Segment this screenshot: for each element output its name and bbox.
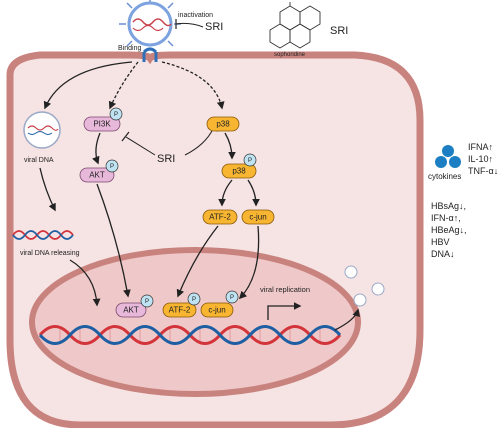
p38-lower-pill (221, 163, 257, 179)
nucleus-akt-phospho-icon (140, 294, 154, 308)
nuclear-dna-helix-icon (38, 325, 342, 345)
nucleus-atf2-phospho-icon (187, 292, 201, 306)
pi3k-phospho-label: P (114, 112, 118, 118)
sophoridine-label: sophoridine (274, 52, 306, 58)
pi3k-phospho-icon (109, 107, 123, 121)
nucleus (29, 247, 361, 397)
cytokine-effect-1: IFNA↑ (468, 142, 493, 152)
p38-phospho-icon (243, 153, 257, 167)
cjun-pill (241, 209, 275, 225)
pi3k-pill (83, 116, 121, 132)
viral-dna-releasing-label: viral DNA releasing (20, 250, 80, 257)
nucleus-atf2-phospho-label: P (192, 297, 196, 303)
atf2-label: ATF-2 (209, 213, 231, 222)
nucleus-akt-label: AKT (123, 306, 139, 315)
viral-dna-icon (23, 111, 61, 149)
nucleus-cjun-phospho-icon (225, 290, 239, 304)
cytokines-icon (435, 145, 461, 168)
akt-phospho-label: P (110, 164, 114, 170)
nucleus-cjun-pill (200, 302, 234, 318)
virus-icon (119, 0, 181, 47)
akt-phospho-icon (105, 159, 119, 173)
inactivation-label: inactivation (178, 12, 213, 19)
nucleus-cjun-label: c-jun (208, 306, 225, 315)
atf2-pill (202, 209, 238, 225)
nucleus-cjun-phospho-label: P (230, 295, 234, 301)
arrow-cjun-nucleus (238, 225, 260, 300)
receptor-icon (142, 47, 158, 62)
compound-sri-label: SRI (330, 25, 348, 37)
released-dna-icon (12, 230, 74, 240)
arrow-akt-nucleus (96, 183, 131, 298)
viral-replication-label: viral replication (260, 285, 310, 294)
marker-4: HBV (431, 237, 450, 247)
p38-upper-pill (206, 116, 240, 132)
pi3k-label: PI3K (93, 120, 111, 129)
cytokines-label: cytokines (428, 172, 461, 181)
nucleus-akt-pill (115, 302, 147, 318)
nucleus-akt-phospho-label: P (145, 299, 149, 305)
arrow-dna-to-nucleus (69, 259, 101, 307)
cjun-label: c-jun (249, 213, 266, 222)
arrow-to-p38 (161, 61, 225, 110)
arrow-p38-p38 (224, 132, 236, 160)
arrow-p38-cjun (247, 179, 260, 207)
sophoridine-structure-icon (269, 2, 321, 49)
arrow-to-viral-dna (43, 61, 133, 110)
akt-pill (79, 167, 115, 183)
binding-label: Binding (118, 45, 141, 52)
arrow-viral-dna-release (39, 167, 56, 212)
marker-2: IFN-α↑, (431, 213, 461, 223)
arrow-pi3k-akt (92, 132, 101, 165)
cytokine-effect-2: IL-10↑ (468, 154, 493, 164)
marker-3: HBeAg↓, (431, 225, 467, 235)
virion-cluster-icon (344, 265, 385, 307)
inhibit-p38 (184, 128, 214, 156)
replication-arrow (267, 302, 302, 320)
arrow-p38-atf2 (218, 179, 233, 207)
inactivation-arrow (175, 22, 204, 28)
p38-phospho-label: P (248, 158, 252, 164)
nucleus-atf2-label: ATF-2 (169, 306, 191, 315)
nucleus-atf2-pill (162, 302, 197, 318)
akt-label: AKT (89, 171, 105, 180)
p38-lower-label: p38 (232, 167, 246, 176)
p38-upper-label: p38 (216, 120, 230, 129)
marker-1: HBsAg↓, (431, 201, 466, 211)
viral-dna-label: viral DNA (24, 157, 54, 164)
cytokine-effect-3: TNF-α↓ (468, 166, 498, 176)
arrow-to-virions (334, 308, 360, 331)
pathway-sri-label: SRI (157, 153, 175, 165)
arrow-atf2-nucleus (176, 225, 219, 298)
inhibit-pi3k (125, 136, 156, 156)
marker-5: DNA↓ (431, 249, 455, 259)
virus-sri-label: SRI (205, 21, 223, 33)
